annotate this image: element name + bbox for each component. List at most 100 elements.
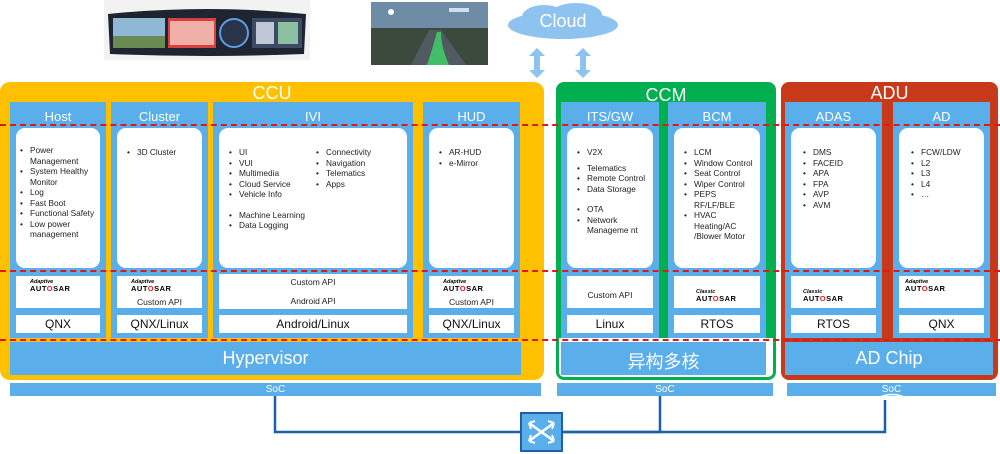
soc-bar-adu: SoC [787, 383, 996, 396]
cloud-link-arrow-left-icon [529, 48, 545, 78]
cloud-label: Cloud [539, 11, 587, 31]
cloud-link-arrow-right-icon [575, 48, 591, 78]
feature-item: Navigation [316, 158, 404, 169]
adu-title: ADU [870, 83, 909, 103]
its-gw-os: Linux [567, 315, 653, 333]
switch-arrows-icon [528, 420, 555, 444]
adas-os: RTOS [791, 315, 876, 333]
feature-item: Multimedia [229, 168, 319, 179]
heterogeneous-multicore-bar [561, 342, 766, 375]
feature-item: DMS [803, 147, 872, 158]
feature-item: VUI [229, 158, 319, 169]
feature-item: UI [229, 147, 319, 158]
heterogeneous-multicore-label: 异构多核 [627, 352, 700, 372]
its-gw-api: Custom API [587, 290, 633, 300]
cloud-icon [508, 3, 618, 39]
ivi-custom-api: Custom API [290, 277, 336, 287]
feature-item: L2 [911, 158, 980, 169]
feature-item: AR-HUD [439, 147, 510, 158]
ccm-title: CCM [645, 85, 687, 105]
cluster-os: QNX/Linux [117, 315, 202, 333]
feature-item: PEPS RF/LF/BLE [684, 189, 758, 210]
ad-chip-label: AD Chip [855, 348, 923, 368]
feature-item: LCM [684, 147, 758, 158]
cloud-shape: Cloud [504, 3, 622, 41]
feature-item: HVAC Heating/AC /Blower Motor [684, 210, 758, 242]
ivi-os: Android/Linux [219, 315, 407, 333]
feature-item: L4 [911, 179, 980, 190]
its-gw-feature-list: V2X Telematics Remote Control Data Stora… [577, 147, 649, 236]
soc-bar-ccu: SoC [10, 383, 541, 396]
feature-item: Functional Safety [20, 208, 96, 219]
feature-item: Fast Boot [20, 198, 96, 209]
bcm-feature-list: LCM Window Control Seat Control Wiper Co… [684, 147, 758, 242]
feature-item: Apps [316, 179, 404, 190]
soc-bar-ccm: SoC [557, 383, 773, 396]
ad-features-card: FCW/LDW L2 L3 L4 … [899, 128, 984, 268]
cluster-feature-list: 3D Cluster [127, 147, 198, 158]
adas-feature-list: DMS FACEID APA FPA AVP AVM [803, 147, 872, 210]
feature-item: AVP [803, 189, 872, 200]
feature-item: Window Control [684, 158, 758, 169]
hud-api: Custom API [449, 297, 494, 307]
ivi-features-card: UI VUI Multimedia Cloud Service Vehicle … [219, 128, 407, 268]
hypervisor-bar [10, 342, 521, 375]
ivi-feature-list-right: Connectivity Navigation Telematics Apps [316, 147, 404, 189]
host-title: Host [44, 109, 72, 124]
feature-item: L3 [911, 168, 980, 179]
host-feature-list: Power Management System Healthy Monitor … [20, 145, 96, 240]
feature-item: Low power management [20, 219, 96, 240]
cockpit-dashboard-image [104, 0, 310, 60]
ethernet-switch [520, 412, 563, 452]
feature-item: FPA [803, 179, 872, 190]
feature-item: System Healthy Monitor [20, 166, 96, 187]
hud-title: HUD [457, 109, 486, 124]
feature-item: FACEID [803, 158, 872, 169]
feature-item: AVM [803, 200, 872, 211]
feature-item: … [911, 189, 980, 200]
feature-item: Cloud Service [229, 179, 319, 190]
feature-item: 3D Cluster [127, 147, 198, 158]
ivi-feature-list-left: UI VUI Multimedia Cloud Service Vehicle … [229, 147, 319, 231]
ad-feature-list: FCW/LDW L2 L3 L4 … [911, 147, 980, 200]
feature-item: Telematics [577, 163, 649, 174]
feature-item: Data Logging [229, 220, 319, 231]
feature-item: OTA [577, 204, 649, 215]
its-gw-title: ITS/GW [586, 109, 634, 124]
host-os: QNX [16, 315, 100, 333]
ad-chip-bar [785, 342, 993, 375]
feature-item: Connectivity [316, 147, 404, 158]
cluster-features-card: 3D Cluster [117, 128, 202, 268]
ccm-title-band [559, 85, 773, 105]
feature-item: Machine Learning [229, 210, 319, 221]
hud-features-card: AR-HUD e-Mirror [429, 128, 514, 268]
bcm-features-card: LCM Window Control Seat Control Wiper Co… [674, 128, 760, 268]
feature-item: Wiper Control [684, 179, 758, 190]
hud-feature-list: AR-HUD e-Mirror [439, 147, 510, 168]
feature-item: Log [20, 187, 96, 198]
ivi-title: IVI [305, 109, 321, 124]
feature-item: APA [803, 168, 872, 179]
bcm-title: BCM [702, 109, 732, 124]
ethernet-backbone [273, 393, 911, 434]
feature-item: Power Management [20, 145, 96, 166]
feature-item: FCW/LDW [911, 147, 980, 158]
ad-title: AD [932, 109, 951, 124]
cluster-api: Custom API [137, 297, 182, 307]
feature-item: Seat Control [684, 168, 758, 179]
ivi-android-api: Android API [290, 296, 336, 306]
feature-item: e-Mirror [439, 158, 510, 169]
cluster-title: Cluster [138, 109, 181, 124]
ccu-title: CCU [252, 83, 292, 103]
feature-item: Remote Control [577, 173, 649, 184]
